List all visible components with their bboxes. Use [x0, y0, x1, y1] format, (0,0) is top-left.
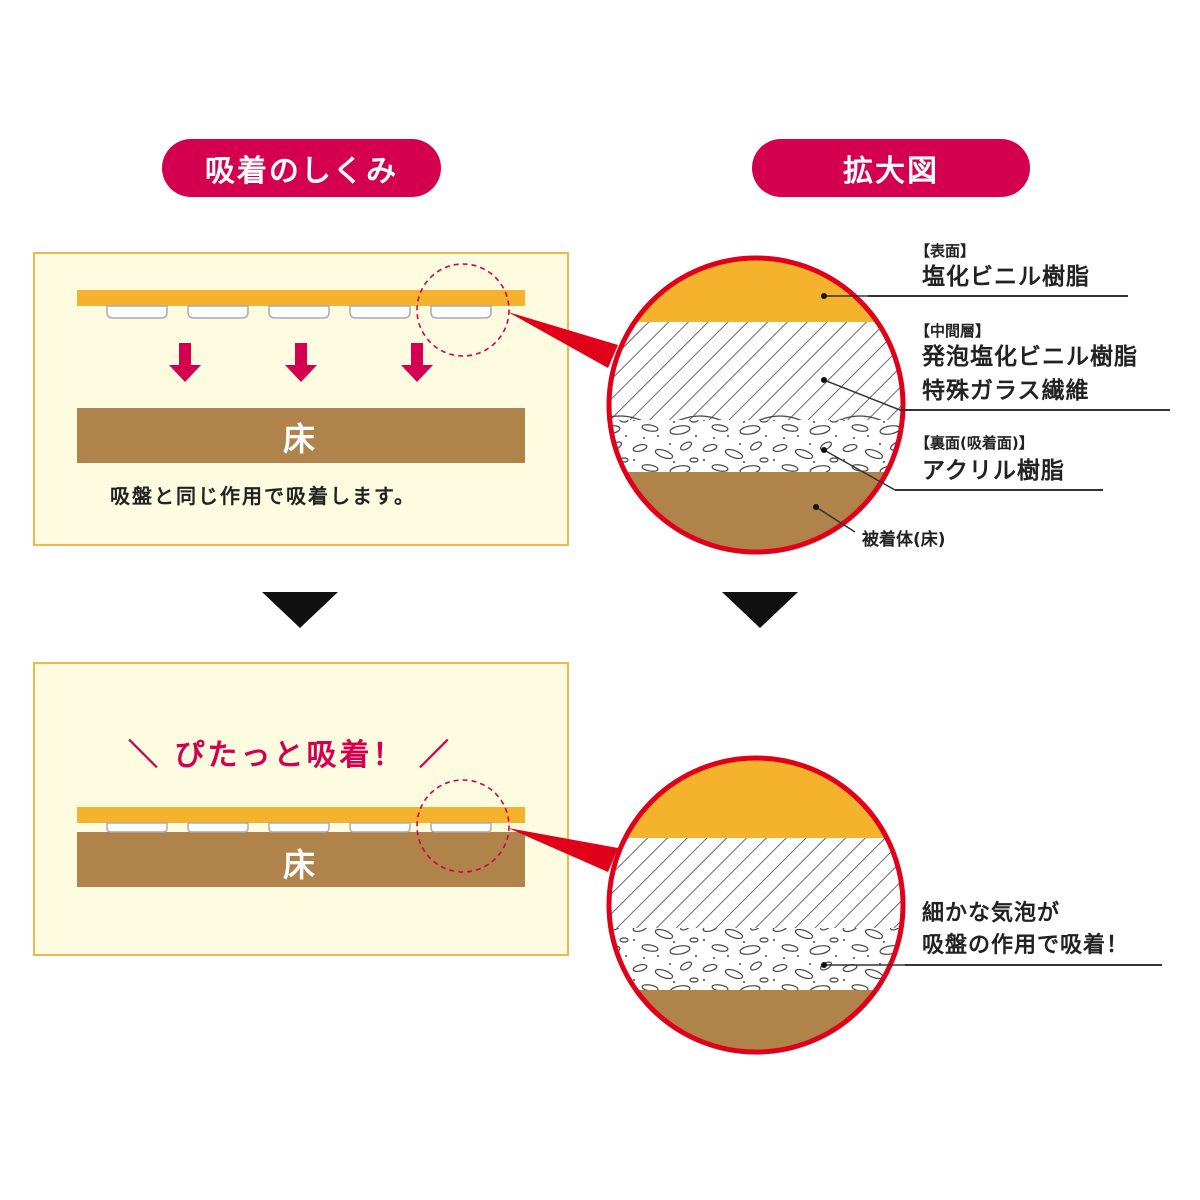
middle-tag: 【中間層】: [915, 322, 991, 340]
substrate-name: 被着体(床): [862, 530, 946, 550]
header-mechanism-label: 吸着のしくみ: [204, 154, 399, 189]
header-magnified-label: 拡大図: [843, 154, 939, 189]
caption-top: 吸盤と同じ作用で吸着します。: [110, 484, 416, 508]
zoom-marker-top: [416, 263, 510, 357]
down-arrow-right: [722, 592, 798, 628]
header-mechanism: 吸着のしくみ: [162, 139, 441, 197]
floor-label-top: 床: [283, 420, 316, 458]
press-arrows: [169, 343, 433, 382]
back-tag: 【裏面(吸着面)】: [915, 434, 1034, 452]
surface-tag: 【表面】: [915, 242, 976, 260]
leader-dot-bubbles: [821, 962, 827, 968]
down-arrow-left: [262, 592, 338, 628]
back-underline: [895, 489, 1103, 491]
leader-lines-top: [815, 295, 901, 533]
mat-top-layer: [77, 290, 525, 306]
surface-underline: [868, 295, 1128, 297]
bubble-note-underline: [905, 964, 1162, 966]
zoom-pointer-bottom: [508, 828, 618, 872]
middle-name-1: 発泡塩化ビニル樹脂: [922, 344, 1138, 370]
floor-label-bottom: 床: [283, 846, 316, 884]
magnified-circle-bottom: [609, 758, 903, 1052]
mat-bottom-layer: [77, 807, 525, 823]
floor-bottom: [77, 832, 525, 887]
leader-dots-top: [813, 293, 827, 510]
zoom-marker-bottom: [416, 779, 510, 873]
floor-top: [77, 408, 525, 463]
suction-cups-top: [106, 305, 492, 319]
middle-name-2: 特殊ガラス繊維: [922, 378, 1090, 404]
bubble-note-1: 細かな気泡が: [922, 901, 1061, 926]
suction-cups-bottom: [106, 822, 492, 833]
middle-underline: [900, 409, 1170, 411]
slogan: ＼ ぴたっと吸着！ ／: [128, 738, 452, 773]
header-magnified: 拡大図: [752, 139, 1030, 197]
back-name: アクリル樹脂: [922, 458, 1065, 484]
zoom-pointer-top: [508, 312, 618, 368]
surface-name: 塩化ビニル樹脂: [922, 264, 1090, 290]
bubble-note-2: 吸盤の作用で吸着！: [922, 933, 1130, 958]
